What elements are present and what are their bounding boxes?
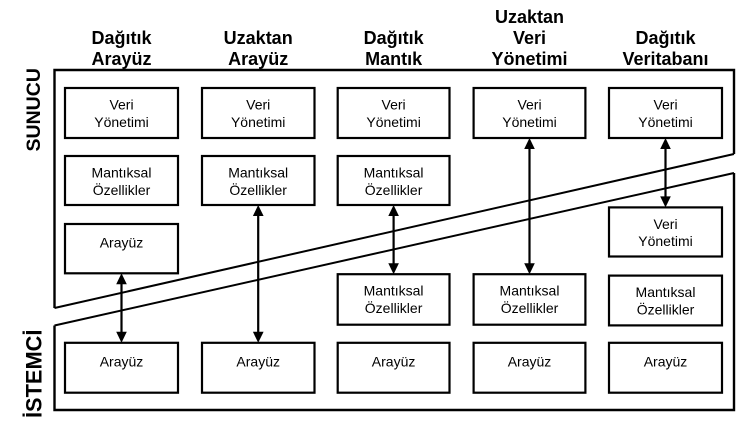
svg-text:Mantıksal: Mantıksal bbox=[364, 283, 424, 299]
svg-text:Uzaktan: Uzaktan bbox=[224, 28, 293, 48]
svg-text:Dağıtık: Dağıtık bbox=[635, 28, 696, 48]
svg-text:SUNUCU: SUNUCU bbox=[23, 68, 45, 151]
svg-text:Veri: Veri bbox=[653, 216, 677, 232]
svg-text:Özellikler: Özellikler bbox=[501, 299, 559, 316]
svg-text:Dağıtık: Dağıtık bbox=[364, 28, 425, 48]
svg-text:Arayüz: Arayüz bbox=[508, 353, 552, 369]
svg-text:Yönetimi: Yönetimi bbox=[491, 49, 567, 69]
svg-text:Yönetimi: Yönetimi bbox=[638, 114, 692, 130]
svg-text:Özellikler: Özellikler bbox=[365, 299, 423, 316]
svg-text:Arayüz: Arayüz bbox=[236, 353, 280, 369]
svg-text:Mantıksal: Mantıksal bbox=[500, 283, 560, 299]
svg-text:Arayüz: Arayüz bbox=[372, 353, 416, 369]
svg-text:Veri: Veri bbox=[109, 97, 133, 113]
svg-text:İSTEMCİ: İSTEMCİ bbox=[22, 330, 47, 418]
svg-text:Mantıksal: Mantıksal bbox=[636, 284, 696, 300]
svg-text:Arayüz: Arayüz bbox=[228, 49, 288, 69]
svg-text:Özellikler: Özellikler bbox=[637, 300, 695, 317]
svg-text:Mantıksal: Mantıksal bbox=[92, 165, 152, 181]
svg-text:Yönetimi: Yönetimi bbox=[638, 233, 692, 249]
svg-text:Arayüz: Arayüz bbox=[644, 353, 688, 369]
svg-text:Veri: Veri bbox=[517, 97, 541, 113]
svg-text:Özellikler: Özellikler bbox=[365, 181, 423, 198]
svg-text:Yönetimi: Yönetimi bbox=[502, 114, 556, 130]
svg-text:Dağıtık: Dağıtık bbox=[91, 28, 152, 48]
svg-text:Yönetimi: Yönetimi bbox=[94, 114, 148, 130]
svg-text:Veri: Veri bbox=[382, 97, 406, 113]
svg-text:Arayüz: Arayüz bbox=[100, 353, 144, 369]
svg-text:Mantıksal: Mantıksal bbox=[228, 165, 288, 181]
svg-text:Veri: Veri bbox=[246, 97, 270, 113]
svg-text:Yönetimi: Yönetimi bbox=[366, 114, 420, 130]
svg-text:Mantıksal: Mantıksal bbox=[364, 165, 424, 181]
svg-text:Veri: Veri bbox=[513, 28, 546, 48]
svg-text:Özellikler: Özellikler bbox=[93, 181, 151, 198]
svg-text:Uzaktan: Uzaktan bbox=[495, 7, 564, 27]
svg-text:Veritabanı: Veritabanı bbox=[622, 49, 708, 69]
svg-text:Yönetimi: Yönetimi bbox=[231, 114, 285, 130]
svg-text:Arayüz: Arayüz bbox=[100, 235, 144, 251]
svg-text:Özellikler: Özellikler bbox=[229, 181, 287, 198]
svg-text:Veri: Veri bbox=[653, 97, 677, 113]
svg-text:Arayüz: Arayüz bbox=[91, 49, 151, 69]
svg-text:Mantık: Mantık bbox=[365, 49, 423, 69]
